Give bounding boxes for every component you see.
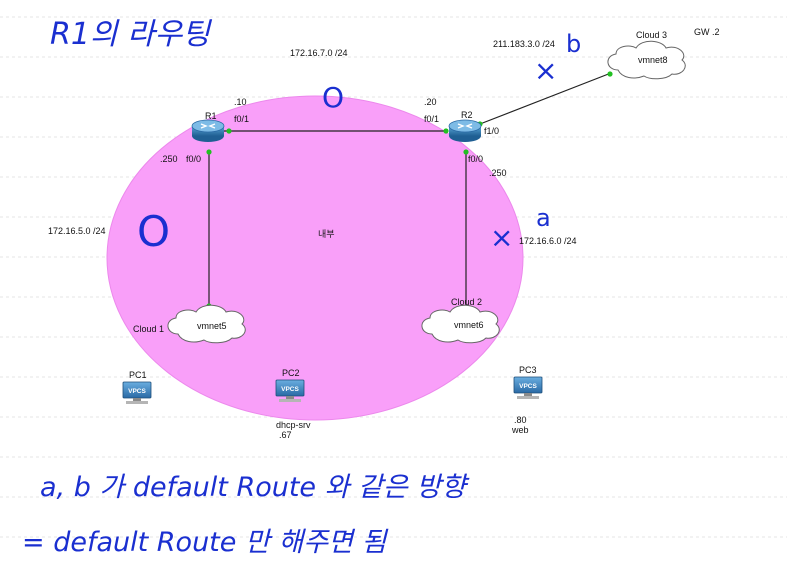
router-r2[interactable] [448, 119, 482, 142]
internal-zone-label: 내부 [318, 229, 335, 239]
port-dot [463, 149, 469, 155]
cloud1[interactable]: vmnet5 [167, 304, 246, 344]
cloud3-network: vmnet8 [638, 55, 668, 65]
pc3-ip: .80 [514, 415, 527, 425]
port-dot [443, 128, 449, 134]
link-r2-cloud3[interactable] [479, 72, 612, 125]
handwritten-note-line2: = default Route 만 해주면 됨 [22, 527, 388, 558]
handwritten-circle-top: O [322, 81, 344, 114]
router-r1[interactable] [191, 119, 225, 142]
handwritten-note-line1: a, b 가 default Route 와 같은 방향 [40, 472, 470, 503]
handwritten-mark-b: b [566, 30, 581, 58]
r2-f00-port: f0/0 [468, 154, 483, 164]
subnet-r1-cloud1: 172.16.5.0 /24 [48, 226, 106, 236]
r2-f10-port: f1/0 [484, 126, 499, 136]
subnet-r2-cloud3: 211.183.3.0 /24 [493, 39, 555, 49]
router-arrows-icon [457, 123, 473, 129]
pc1-name: PC1 [129, 370, 147, 380]
cloud-icon [167, 304, 246, 344]
r1-f00-port: f0/0 [186, 154, 201, 164]
pc3-name: PC3 [519, 365, 537, 375]
r2-name: R2 [461, 110, 473, 120]
pc3[interactable]: VPCS [513, 376, 543, 399]
pc2-ip: .67 [279, 430, 292, 440]
subnet-r2-cloud2: 172.16.6.0 /24 [519, 236, 577, 246]
r2-f01-port: f0/1 [424, 114, 439, 124]
pc2-role: dhcp-srv [276, 420, 311, 430]
pc2[interactable]: VPCS [275, 379, 305, 402]
router-arrows-icon [200, 123, 216, 129]
subnet-r1-r2: 172.16.7.0 /24 [290, 48, 348, 58]
handwritten-cross-b: × [534, 54, 557, 87]
vpcs-computer-icon: VPCS [275, 379, 305, 402]
cloud1-network: vmnet5 [197, 321, 227, 331]
links [208, 72, 612, 313]
svg-text:VPCS: VPCS [519, 383, 537, 390]
handwritten-cross-a: × [490, 221, 513, 254]
r1-name: R1 [205, 111, 217, 121]
ruled-lines [0, 16, 787, 538]
cloud2-network: vmnet6 [454, 320, 484, 330]
port-dot [607, 71, 613, 77]
handwritten-mark-a: a [536, 204, 551, 232]
cloud2[interactable]: vmnet6 [421, 304, 500, 344]
internal-zone [106, 95, 524, 421]
pc2-name: PC2 [282, 368, 300, 378]
cloud3[interactable]: vmnet8 [607, 40, 686, 80]
pc3-role: web [511, 425, 529, 435]
handwritten-title: R1의 라우팅 [50, 17, 212, 52]
r1-f00-ip: .250 [160, 154, 178, 164]
cloud-icon [607, 40, 686, 80]
svg-text:VPCS: VPCS [281, 386, 299, 393]
vpcs-computer-icon: VPCS [122, 381, 152, 404]
port-dot [206, 149, 212, 155]
cloud3-name: Cloud 3 [636, 30, 667, 40]
handwritten-circle-left: O [137, 207, 170, 256]
cloud2-name: Cloud 2 [451, 297, 482, 307]
svg-text:VPCS: VPCS [128, 388, 146, 395]
r2-f00-ip: .250 [489, 168, 507, 178]
r1-f01-ip: .10 [234, 97, 247, 107]
r1-f01-port: f0/1 [234, 114, 249, 124]
vpcs-computer-icon: VPCS [513, 376, 543, 399]
pc1[interactable]: VPCS [122, 381, 152, 404]
gateway-label: GW .2 [694, 27, 720, 37]
cloud1-name: Cloud 1 [133, 324, 164, 334]
port-dot [226, 128, 232, 134]
r2-f01-ip: .20 [424, 97, 437, 107]
cloud-icon [421, 304, 500, 344]
